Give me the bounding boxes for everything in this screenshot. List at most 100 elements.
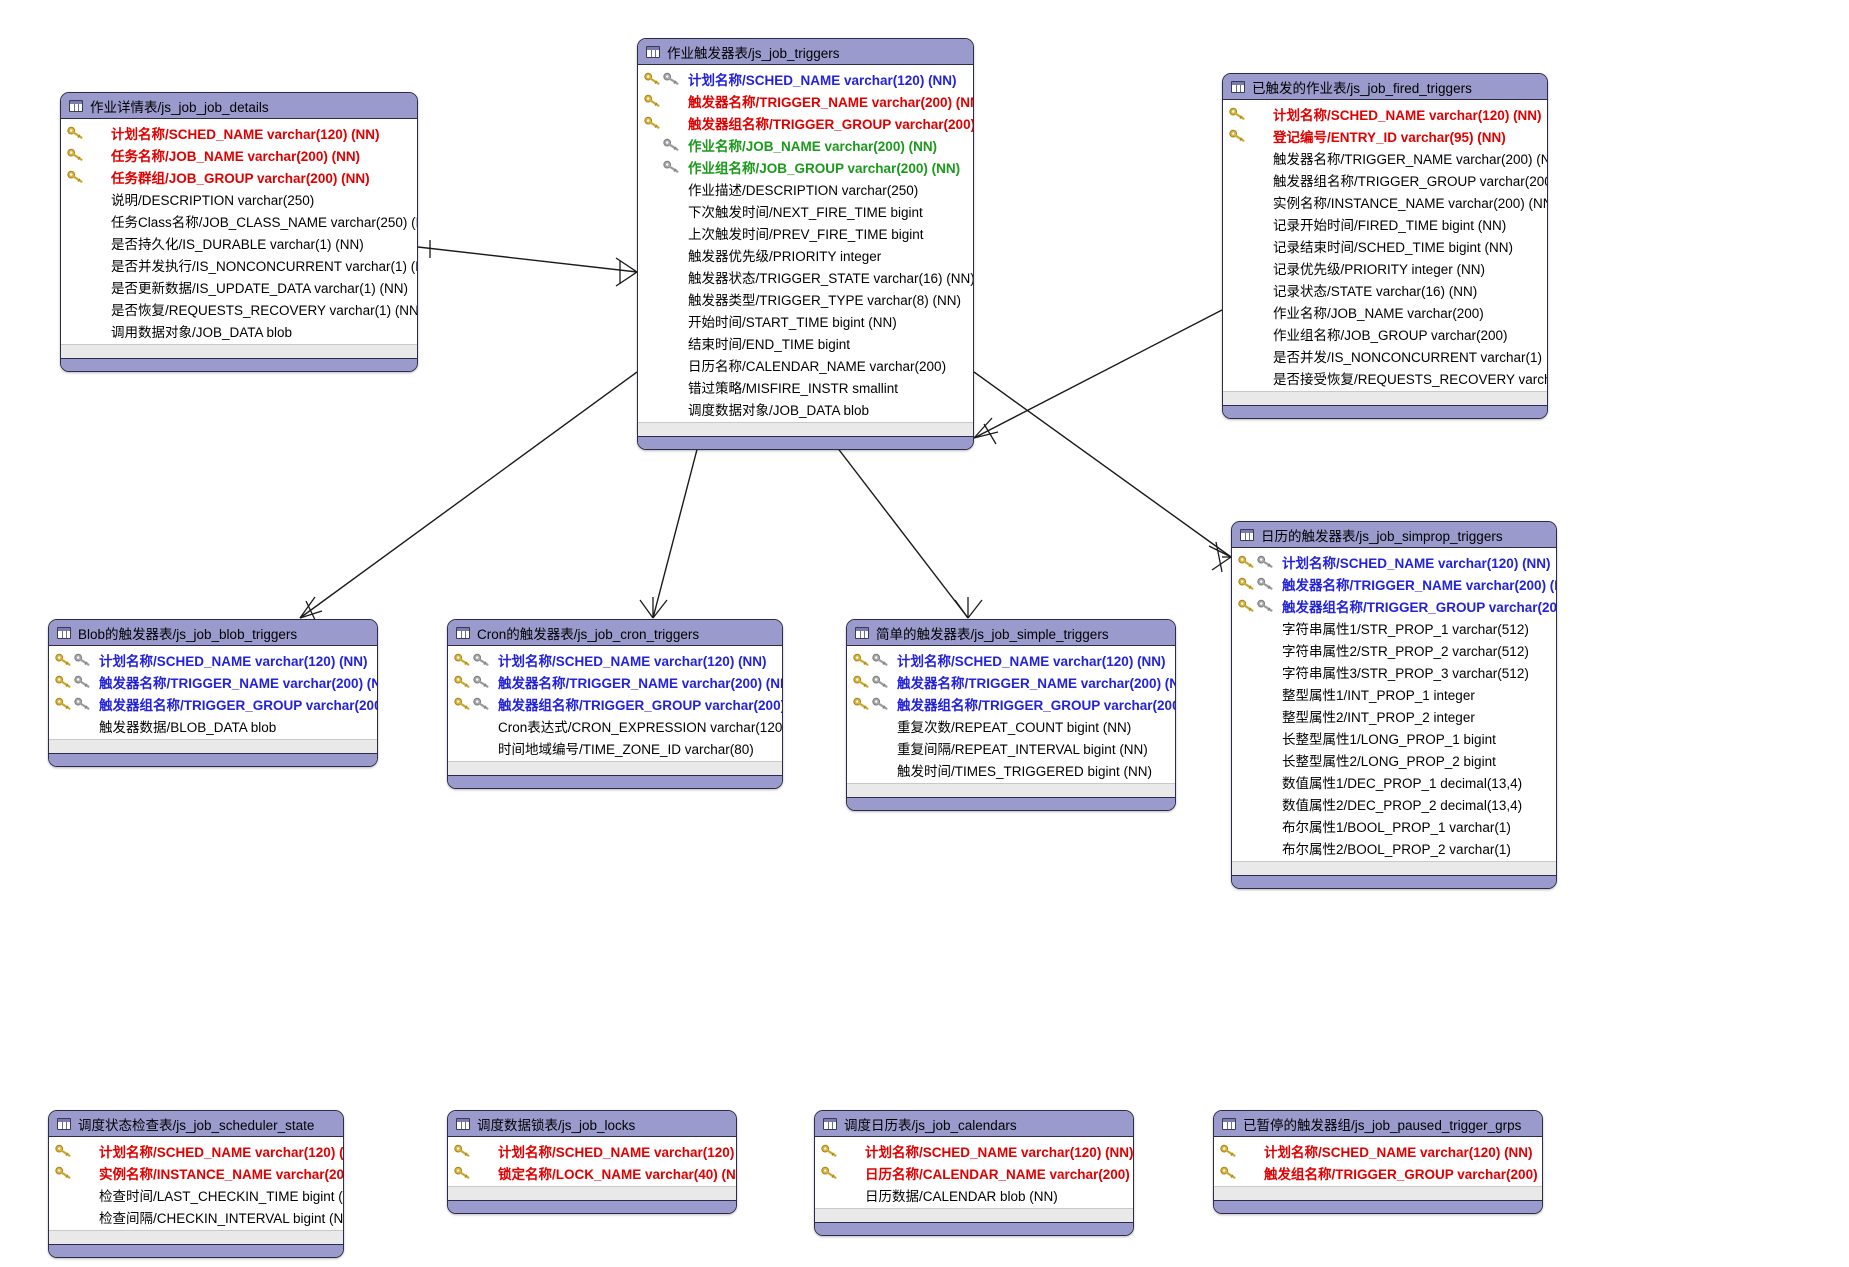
attribute-row[interactable]: 触发器名称/TRIGGER_NAME varchar(200) (NN) [847,671,1175,693]
attribute-row[interactable]: 触发器优先级/PRIORITY integer [638,244,973,266]
attribute-row[interactable]: 整型属性2/INT_PROP_2 integer [1232,705,1556,727]
attribute-row[interactable]: 长整型属性2/LONG_PROP_2 bigint [1232,749,1556,771]
attribute-row[interactable]: 日历名称/CALENDAR_NAME varchar(200) [638,354,973,376]
entity-header[interactable]: 已暂停的触发器组/js_job_paused_trigger_grps [1214,1111,1542,1137]
attribute-row[interactable]: 重复次数/REPEAT_COUNT bigint (NN) [847,715,1175,737]
attribute-row[interactable]: 下次触发时间/NEXT_FIRE_TIME bigint [638,200,973,222]
attribute-row[interactable]: 触发器组名称/TRIGGER_GROUP varchar(200) (NN) [638,112,973,134]
attribute-row[interactable]: 触发器组名称/TRIGGER_GROUP varchar(200) (NN) [448,693,782,715]
attribute-row[interactable]: 触发器状态/TRIGGER_STATE varchar(16) (NN) [638,266,973,288]
entity-js_job_locks[interactable]: 调度数据锁表/js_job_locks 计划名称/SCHED_NAME varch… [447,1110,737,1214]
entity-header[interactable]: 作业详情表/js_job_job_details [61,93,417,119]
attribute-row[interactable]: 布尔属性1/BOOL_PROP_1 varchar(1) [1232,815,1556,837]
attribute-row[interactable]: 任务群组/JOB_GROUP varchar(200) (NN) [61,166,417,188]
attribute-row[interactable]: 调度数据对象/JOB_DATA blob [638,398,973,420]
entity-header[interactable]: 调度数据锁表/js_job_locks [448,1111,736,1137]
entity-js_job_fired_triggers[interactable]: 已触发的作业表/js_job_fired_triggers 计划名称/SCHED_… [1222,73,1548,419]
attribute-row[interactable]: 作业描述/DESCRIPTION varchar(250) [638,178,973,200]
attribute-row[interactable]: 计划名称/SCHED_NAME varchar(120) (NN) [847,649,1175,671]
attribute-row[interactable]: 时间地域编号/TIME_ZONE_ID varchar(80) [448,737,782,759]
attribute-row[interactable]: 任务名称/JOB_NAME varchar(200) (NN) [61,144,417,166]
entity-js_job_job_details[interactable]: 作业详情表/js_job_job_details 计划名称/SCHED_NAME … [60,92,418,372]
attribute-row[interactable]: 触发器组名称/TRIGGER_GROUP varchar(200) (NN) [847,693,1175,715]
attribute-row[interactable]: 调用数据对象/JOB_DATA blob [61,320,417,342]
attribute-row[interactable]: 实例名称/INSTANCE_NAME varchar(200) (NN) [49,1162,343,1184]
attribute-row[interactable]: 结束时间/END_TIME bigint [638,332,973,354]
attribute-row[interactable]: 是否持久化/IS_DURABLE varchar(1) (NN) [61,232,417,254]
attribute-row[interactable]: 说明/DESCRIPTION varchar(250) [61,188,417,210]
attribute-row[interactable]: 计划名称/SCHED_NAME varchar(120) (NN) [61,122,417,144]
attribute-row[interactable]: 整型属性1/INT_PROP_1 integer [1232,683,1556,705]
attribute-row[interactable]: 是否恢复/REQUESTS_RECOVERY varchar(1) (NN) [61,298,417,320]
entity-header[interactable]: 调度状态检查表/js_job_scheduler_state [49,1111,343,1137]
attribute-row[interactable]: 字符串属性3/STR_PROP_3 varchar(512) [1232,661,1556,683]
attribute-row[interactable]: 日历数据/CALENDAR blob (NN) [815,1184,1133,1206]
attribute-row[interactable]: 登记编号/ENTRY_ID varchar(95) (NN) [1223,125,1547,147]
entity-js_job_calendars[interactable]: 调度日历表/js_job_calendars 计划名称/SCHED_NAME va… [814,1110,1134,1236]
entity-js_job_cron_triggers[interactable]: Cron的触发器表/js_job_cron_triggers 计划名称/SCHED… [447,619,783,789]
entity-header[interactable]: 作业触发器表/js_job_triggers [638,39,973,65]
attribute-row[interactable]: 记录优先级/PRIORITY integer (NN) [1223,257,1547,279]
entity-js_job_paused_trigger_grps[interactable]: 已暂停的触发器组/js_job_paused_trigger_grps 计划名称/… [1213,1110,1543,1214]
attribute-row[interactable]: 任务Class名称/JOB_CLASS_NAME varchar(250) (N… [61,210,417,232]
attribute-row[interactable]: 记录开始时间/FIRED_TIME bigint (NN) [1223,213,1547,235]
attribute-row[interactable]: 长整型属性1/LONG_PROP_1 bigint [1232,727,1556,749]
attribute-row[interactable]: 错过策略/MISFIRE_INSTR smallint [638,376,973,398]
entity-js_job_scheduler_state[interactable]: 调度状态检查表/js_job_scheduler_state 计划名称/SCHED… [48,1110,344,1258]
attribute-row[interactable]: 开始时间/START_TIME bigint (NN) [638,310,973,332]
attribute-row[interactable]: 计划名称/SCHED_NAME varchar(120) (NN) [448,1140,736,1162]
attribute-row[interactable]: 计划名称/SCHED_NAME varchar(120) (NN) [448,649,782,671]
attribute-row[interactable]: 布尔属性2/BOOL_PROP_2 varchar(1) [1232,837,1556,859]
attribute-row[interactable]: 是否并发执行/IS_NONCONCURRENT varchar(1) (NN) [61,254,417,276]
attribute-row[interactable]: 作业名称/JOB_NAME varchar(200) (NN) [638,134,973,156]
attribute-row[interactable]: 锁定名称/LOCK_NAME varchar(40) (NN) [448,1162,736,1184]
attribute-row[interactable]: 日历名称/CALENDAR_NAME varchar(200) (NN) [815,1162,1133,1184]
entity-header[interactable]: Blob的触发器表/js_job_blob_triggers [49,620,377,646]
attribute-row[interactable]: 触发器名称/TRIGGER_NAME varchar(200) (NN) [448,671,782,693]
attribute-row[interactable]: 触发器名称/TRIGGER_NAME varchar(200) (NN) [49,671,377,693]
entity-header[interactable]: 简单的触发器表/js_job_simple_triggers [847,620,1175,646]
attribute-row[interactable]: 触发器数据/BLOB_DATA blob [49,715,377,737]
attribute-row[interactable]: 是否接受恢复/REQUESTS_RECOVERY varchar(1) [1223,367,1547,389]
attribute-row[interactable]: 数值属性2/DEC_PROP_2 decimal(13,4) [1232,793,1556,815]
attribute-row[interactable]: 作业组名称/JOB_GROUP varchar(200) [1223,323,1547,345]
entity-js_job_blob_triggers[interactable]: Blob的触发器表/js_job_blob_triggers 计划名称/SCHED… [48,619,378,767]
attribute-row[interactable]: 计划名称/SCHED_NAME varchar(120) (NN) [1232,551,1556,573]
entity-header[interactable]: Cron的触发器表/js_job_cron_triggers [448,620,782,646]
attribute-row[interactable]: 记录状态/STATE varchar(16) (NN) [1223,279,1547,301]
attribute-row[interactable]: 作业组名称/JOB_GROUP varchar(200) (NN) [638,156,973,178]
attribute-row[interactable]: 计划名称/SCHED_NAME varchar(120) (NN) [1223,103,1547,125]
attribute-row[interactable]: 数值属性1/DEC_PROP_1 decimal(13,4) [1232,771,1556,793]
attribute-row[interactable]: 检查间隔/CHECKIN_INTERVAL bigint (NN) [49,1206,343,1228]
attribute-row[interactable]: 触发组名称/TRIGGER_GROUP varchar(200) (NN) [1214,1162,1542,1184]
attribute-row[interactable]: 是否并发/IS_NONCONCURRENT varchar(1) [1223,345,1547,367]
attribute-row[interactable]: 实例名称/INSTANCE_NAME varchar(200) (NN) [1223,191,1547,213]
attribute-row[interactable]: 触发时间/TIMES_TRIGGERED bigint (NN) [847,759,1175,781]
attribute-row[interactable]: 触发器组名称/TRIGGER_GROUP varchar(200) (NN) [1232,595,1556,617]
attribute-row[interactable]: 触发器名称/TRIGGER_NAME varchar(200) (NN) [1232,573,1556,595]
attribute-row[interactable]: 字符串属性1/STR_PROP_1 varchar(512) [1232,617,1556,639]
entity-header[interactable]: 已触发的作业表/js_job_fired_triggers [1223,74,1547,100]
attribute-row[interactable]: 触发器类型/TRIGGER_TYPE varchar(8) (NN) [638,288,973,310]
attribute-row[interactable]: 计划名称/SCHED_NAME varchar(120) (NN) [49,1140,343,1162]
attribute-row[interactable]: 触发器组名称/TRIGGER_GROUP varchar(200) (NN) [1223,169,1547,191]
attribute-row[interactable]: 作业名称/JOB_NAME varchar(200) [1223,301,1547,323]
attribute-row[interactable]: 记录结束时间/SCHED_TIME bigint (NN) [1223,235,1547,257]
attribute-row[interactable]: 字符串属性2/STR_PROP_2 varchar(512) [1232,639,1556,661]
entity-header[interactable]: 调度日历表/js_job_calendars [815,1111,1133,1137]
attribute-row[interactable]: 检查时间/LAST_CHECKIN_TIME bigint (NN) [49,1184,343,1206]
attribute-row[interactable]: 计划名称/SCHED_NAME varchar(120) (NN) [815,1140,1133,1162]
attribute-row[interactable]: Cron表达式/CRON_EXPRESSION varchar(120) (NN… [448,715,782,737]
attribute-row[interactable]: 计划名称/SCHED_NAME varchar(120) (NN) [638,68,973,90]
attribute-row[interactable]: 重复间隔/REPEAT_INTERVAL bigint (NN) [847,737,1175,759]
attribute-row[interactable]: 上次触发时间/PREV_FIRE_TIME bigint [638,222,973,244]
entity-js_job_simple_triggers[interactable]: 简单的触发器表/js_job_simple_triggers 计划名称/SCHED… [846,619,1176,811]
attribute-row[interactable]: 是否更新数据/IS_UPDATE_DATA varchar(1) (NN) [61,276,417,298]
attribute-row[interactable]: 触发器组名称/TRIGGER_GROUP varchar(200) (NN) [49,693,377,715]
attribute-row[interactable]: 触发器名称/TRIGGER_NAME varchar(200) (NN) [638,90,973,112]
attribute-row[interactable]: 计划名称/SCHED_NAME varchar(120) (NN) [1214,1140,1542,1162]
attribute-row[interactable]: 触发器名称/TRIGGER_NAME varchar(200) (NN) [1223,147,1547,169]
entity-js_job_triggers[interactable]: 作业触发器表/js_job_triggers 计划名称/SCHED_NAME va… [637,38,974,450]
attribute-row[interactable]: 计划名称/SCHED_NAME varchar(120) (NN) [49,649,377,671]
